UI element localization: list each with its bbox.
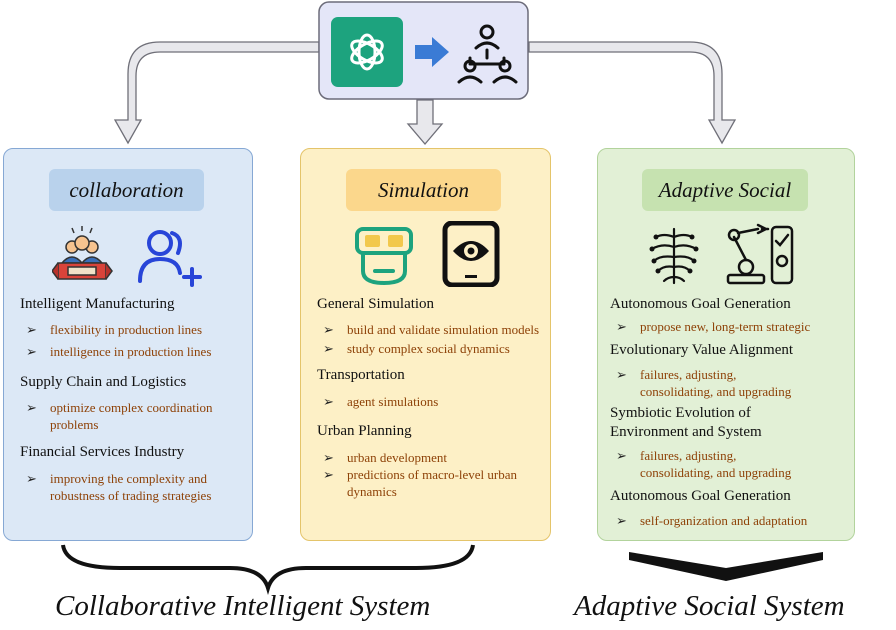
list-item: ➢urban development bbox=[323, 450, 447, 465]
bullet-arrow-icon: ➢ bbox=[323, 341, 334, 356]
bullet-arrow-icon: ➢ bbox=[323, 322, 334, 337]
panel-title: collaboration bbox=[49, 169, 204, 211]
connector-center-arrow bbox=[406, 99, 444, 146]
panel-content: Autonomous Goal Generation ➢propose new,… bbox=[610, 295, 848, 529]
list-item: ➢improving the complexity and robustness… bbox=[26, 471, 212, 503]
robot-arm-checklist-icon bbox=[726, 223, 794, 285]
mobile-eye-icon bbox=[442, 221, 500, 287]
bottom-label-left: Collaborative Intelligent System bbox=[55, 590, 431, 622]
simulation-panel: Simulation General Simulation ➢build and… bbox=[300, 148, 551, 541]
list-item: ➢build and validate simulation models bbox=[323, 322, 540, 337]
bullet-arrow-icon: ➢ bbox=[616, 448, 627, 463]
bullet-arrow-icon: ➢ bbox=[616, 367, 627, 382]
add-user-icon bbox=[138, 230, 202, 287]
adaptive-social-panel: Adaptive Social bbox=[597, 148, 855, 541]
list-item: ➢agent simulations bbox=[323, 394, 439, 409]
panel-title: Simulation bbox=[346, 169, 501, 211]
list-item: ➢intelligence in production lines bbox=[26, 344, 212, 359]
left-brace bbox=[61, 544, 475, 595]
arrow-right-icon bbox=[415, 37, 449, 67]
right-chevron bbox=[629, 552, 823, 581]
vr-headset-face-icon bbox=[355, 227, 413, 286]
section-heading: Supply Chain and Logistics bbox=[20, 374, 187, 390]
list-item: ➢failures, adjusting, consolidating, and… bbox=[616, 448, 792, 480]
section-heading: Autonomous Goal Generation bbox=[610, 488, 791, 504]
collaboration-panel: collaboration Intelligent Manufacturing bbox=[3, 148, 253, 541]
neural-tree-icon bbox=[649, 227, 699, 285]
panel-icons bbox=[4, 223, 252, 287]
panel-title: Adaptive Social bbox=[642, 169, 808, 211]
list-item: ➢predictions of macro-level urban dynami… bbox=[323, 467, 518, 499]
section-heading: General Simulation bbox=[317, 296, 435, 312]
panel-content: General Simulation ➢build and validate s… bbox=[317, 295, 544, 500]
bullet-arrow-icon: ➢ bbox=[323, 467, 334, 482]
panel-icons bbox=[301, 221, 550, 287]
list-item: ➢failures, adjusting, consolidating, and… bbox=[616, 367, 792, 399]
bullet-arrow-icon: ➢ bbox=[323, 450, 334, 465]
bullet-arrow-icon: ➢ bbox=[26, 400, 37, 415]
section-heading: Evolutionary Value Alignment bbox=[610, 342, 794, 358]
panel-content: Intelligent Manufacturing ➢flexibility i… bbox=[20, 295, 246, 504]
openai-logo-icon bbox=[331, 17, 403, 87]
section-heading: Urban Planning bbox=[317, 423, 412, 439]
panel-icons bbox=[598, 223, 854, 287]
section-heading: Intelligent Manufacturing bbox=[20, 296, 175, 312]
bottom-label-right: Adaptive Social System bbox=[574, 590, 845, 622]
connector-right-arrow bbox=[528, 41, 737, 145]
bullet-arrow-icon: ➢ bbox=[323, 394, 334, 409]
list-item: ➢optimize complex coordination problems bbox=[26, 400, 213, 432]
section-heading: Financial Services Industry bbox=[20, 444, 185, 460]
section-heading: Autonomous Goal Generation bbox=[610, 296, 791, 312]
list-item: ➢study complex social dynamics bbox=[323, 341, 510, 356]
list-item: ➢self-organization and adaptation bbox=[616, 513, 808, 528]
bullet-arrow-icon: ➢ bbox=[616, 319, 627, 334]
connector-left-arrow bbox=[113, 41, 320, 145]
bullet-arrow-icon: ➢ bbox=[26, 344, 37, 359]
team-award-icon bbox=[52, 226, 113, 280]
bullet-arrow-icon: ➢ bbox=[616, 513, 627, 528]
section-heading: Transportation bbox=[317, 367, 405, 383]
list-item: ➢propose new, long-term strategic bbox=[616, 319, 811, 334]
section-heading: Symbiotic Evolution of Environment and S… bbox=[610, 405, 762, 440]
bullet-arrow-icon: ➢ bbox=[26, 471, 37, 486]
list-item: ➢flexibility in production lines bbox=[26, 322, 203, 337]
bullet-arrow-icon: ➢ bbox=[26, 322, 37, 337]
multi-agent-network-icon bbox=[457, 24, 518, 84]
